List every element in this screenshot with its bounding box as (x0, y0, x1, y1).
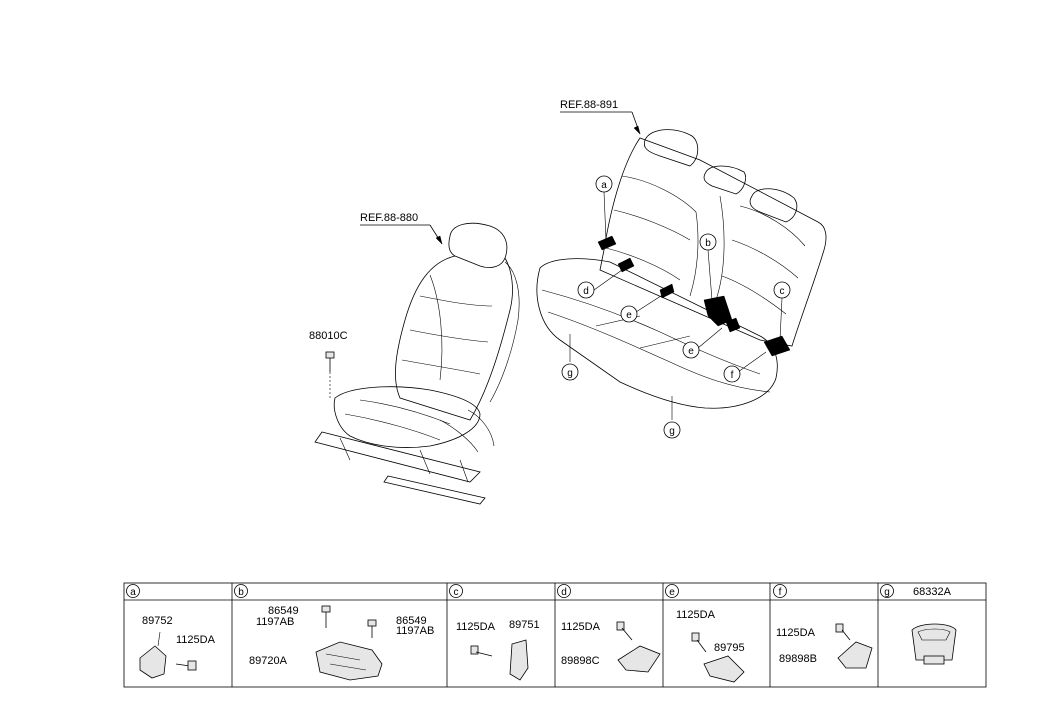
part-86549-left: 86549 (268, 605, 299, 617)
table-cell-c: c 1125DA 89751 (449, 584, 540, 681)
svg-text:g: g (567, 368, 573, 379)
part-89898C: 89898C (561, 655, 600, 667)
table-cell-e: e 1125DA 89795 (665, 584, 745, 683)
part-89795: 89795 (714, 642, 745, 654)
callout-e-second: e (682, 341, 700, 359)
callout-c: c (773, 281, 791, 299)
part-1197AB-right: 1197AB (396, 625, 434, 637)
part-89720A: 89720A (249, 655, 288, 667)
callout-e: e (620, 305, 638, 323)
cell-letter-e: e (669, 587, 675, 598)
svg-text:b: b (705, 238, 711, 249)
ref-front-seat: REF.88-880 (360, 212, 418, 224)
part-89752: 89752 (142, 615, 173, 627)
table-cell-a: a 89752 1125DA (126, 584, 216, 679)
part-1125DA-c: 1125DA (456, 621, 496, 633)
part-89751: 89751 (509, 619, 540, 631)
svg-text:d: d (583, 286, 589, 297)
part-1125DA-e: 1125DA (676, 609, 716, 621)
svg-text:f: f (731, 370, 734, 381)
table-cell-b: b 86549 1197AB 86549 1197AB 89720A (234, 584, 434, 681)
callout-a: a (595, 175, 613, 193)
front-seat-part-number: 88010C (309, 330, 348, 342)
callout-b: b (699, 233, 717, 251)
svg-text:g: g (669, 426, 675, 437)
cell-letter-d: d (561, 587, 567, 598)
part-89898B: 89898B (779, 653, 817, 665)
callout-d: d (577, 281, 595, 299)
ref-rear-seat: REF.88-891 (560, 99, 618, 111)
table-cell-d: d 1125DA 89898C (557, 584, 661, 673)
cell-letter-g: g (884, 587, 890, 598)
svg-text:e: e (626, 310, 632, 321)
cell-letter-c: c (454, 587, 459, 598)
rear-seat-illustration (536, 111, 827, 420)
cell-letter-f: f (779, 587, 782, 598)
part-1197AB-left: 1197AB (256, 616, 294, 628)
part-1125DA-f: 1125DA (776, 627, 816, 639)
cell-letter-b: b (238, 587, 244, 598)
part-86549-right: 86549 (396, 615, 427, 627)
part-1125DA-d: 1125DA (561, 621, 601, 633)
svg-text:e: e (688, 346, 694, 357)
callout-f: f (723, 365, 741, 383)
svg-text:a: a (601, 180, 607, 191)
front-seat-illustration (314, 222, 520, 505)
callout-g: g (561, 363, 579, 381)
table-cell-f: f 1125DA 89898B (773, 584, 873, 669)
table-cell-g: g 68332A (880, 584, 957, 665)
svg-text:c: c (780, 286, 785, 297)
part-68332A: 68332A (913, 586, 952, 598)
callout-g-second: g (663, 421, 681, 439)
parts-table (123, 582, 987, 688)
cell-letter-a: a (130, 587, 136, 598)
part-1125DA-a: 1125DA (176, 634, 216, 646)
